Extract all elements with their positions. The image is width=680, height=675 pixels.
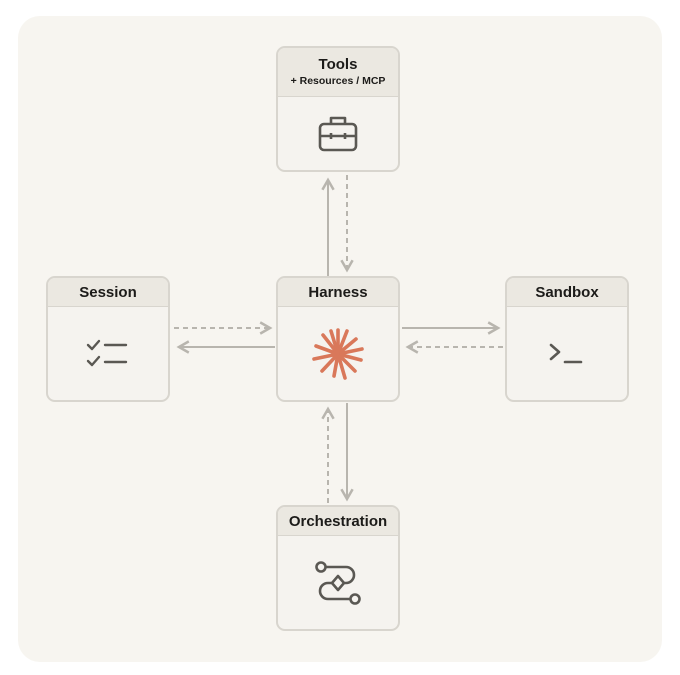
terminal-prompt-icon [549,343,583,363]
starburst-icon [312,327,364,380]
checklist-icon [86,339,128,366]
toolbox-icon [318,116,358,151]
orchestration-title: Orchestration [278,507,398,536]
session-node[interactable]: Session [46,276,170,402]
tools-subtitle: + Resources / MCP [290,75,386,87]
harness-title: Harness [278,278,398,307]
tools-title: Tools [318,56,358,73]
tools-node[interactable]: Tools + Resources / MCP [276,46,400,172]
workflow-icon [315,560,361,605]
session-title: Session [48,278,168,307]
orchestration-node[interactable]: Orchestration [276,505,400,631]
sandbox-title: Sandbox [507,278,627,307]
sandbox-node[interactable]: Sandbox [505,276,629,402]
harness-node[interactable]: Harness [276,276,400,402]
